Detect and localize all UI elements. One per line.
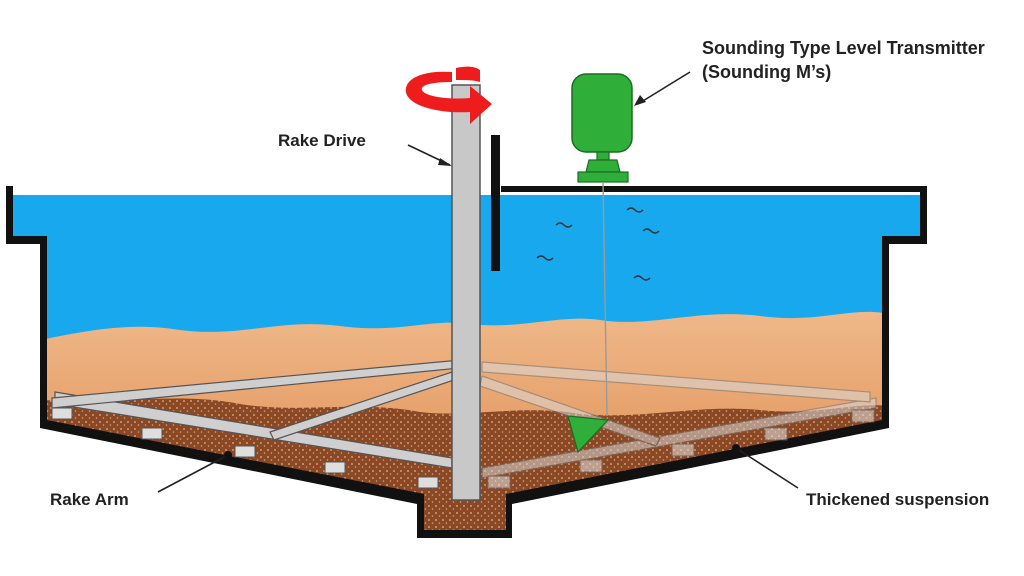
transmitter-label-line1: Sounding Type Level Transmitter — [702, 38, 985, 58]
transmitter-leader — [637, 71, 691, 105]
transmitter-leader-arrowhead — [634, 95, 646, 106]
rake-arm-right — [479, 361, 877, 489]
feed-baffle — [491, 135, 500, 271]
thickened-suspension-leader — [735, 447, 799, 489]
water-ripples — [536, 207, 660, 281]
rake-drive-leader-arrowhead — [438, 158, 452, 166]
sounding-weight-icon — [567, 415, 610, 454]
rake-drive-label: Rake Drive — [278, 131, 366, 150]
rake-arm-label: Rake Arm — [50, 490, 129, 509]
rake-arm-leader-dot — [224, 451, 232, 459]
rake-arm-left — [51, 359, 461, 489]
rake-arm-leader — [157, 454, 229, 493]
thickened-suspension-leader-dot — [732, 444, 740, 452]
sounding-cable — [602, 181, 608, 417]
thickened-suspension-label: Thickened suspension — [806, 490, 989, 509]
rotation-arrow-icon — [405, 66, 492, 124]
level-transmitter — [571, 73, 633, 183]
rake-drive-shaft — [451, 84, 481, 501]
transmitter-label-line2: (Sounding M’s) — [702, 62, 831, 82]
leader-lines — [157, 71, 799, 493]
